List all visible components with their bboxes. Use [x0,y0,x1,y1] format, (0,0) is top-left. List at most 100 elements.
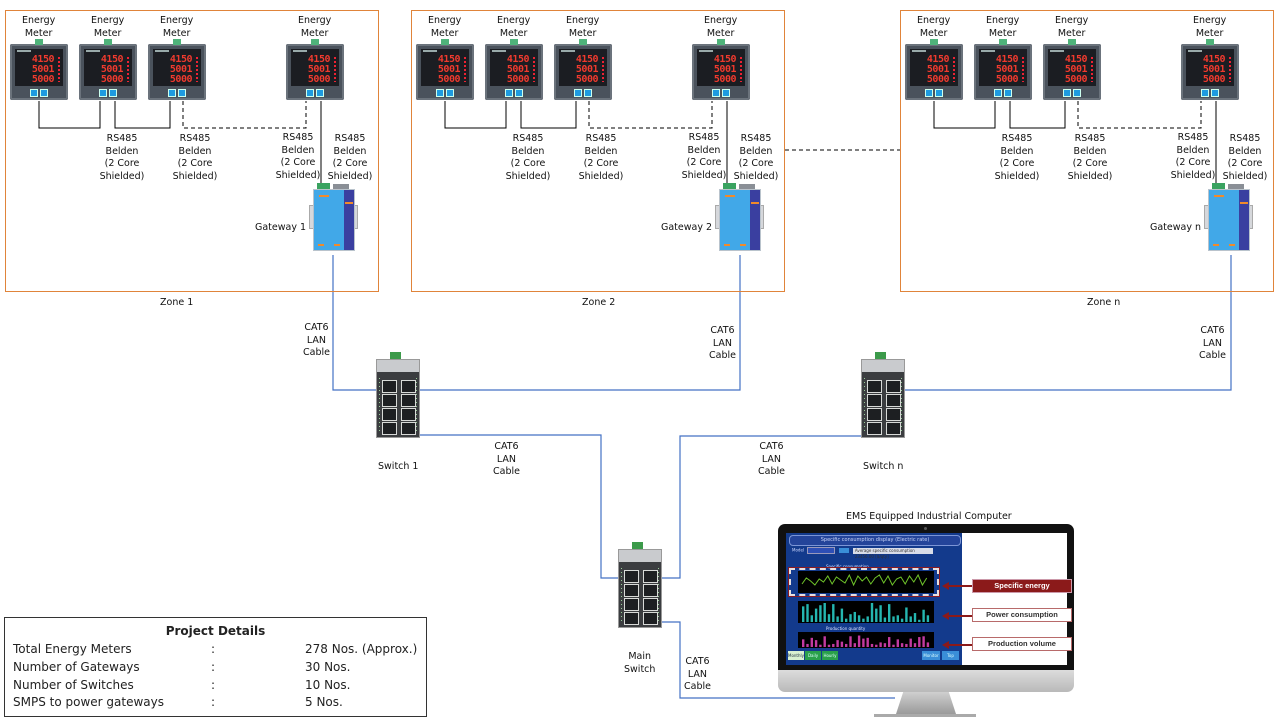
rs485-line3: (2 Core [1072,158,1108,169]
gateway-tag [724,244,730,246]
switch-terminal [390,352,401,360]
meter-reading: 4150 [926,54,950,65]
switch-1-icon [376,352,420,438]
lan-line3: Cable [758,466,785,477]
ems-bar [853,611,856,622]
rs485-line2: Belden [687,144,721,156]
zone-n-box [900,10,1274,292]
ethernet-port [624,612,639,625]
meter-reading: 4150 [307,54,331,65]
ems-bar [832,643,835,647]
rs485-line4: Shielded) [275,169,321,181]
ethernet-port [886,408,901,421]
ems-bar [857,615,861,622]
meter-leds [58,57,60,82]
gateway-case [719,189,761,251]
ethernet-port [643,570,658,583]
rs485-line2: Belden [511,145,545,157]
rs485-line4: Shielded) [994,170,1040,182]
meter-reading: 5001 [31,64,55,75]
details-value: 5 Nos. [305,695,343,709]
gateway-tag [319,195,329,197]
monthly-button[interactable]: Monthly [788,651,805,660]
rs485-line1: RS485 [1177,132,1209,143]
lan-line3: Cable [303,347,330,358]
ems-bar [814,608,818,622]
meter-label-line2: Meter [300,27,329,39]
meter-reading: 5001 [169,64,193,75]
model-select-button[interactable] [838,548,849,553]
rs485-line4: Shielded) [1170,169,1216,181]
meter-label-line2: Meter [1057,27,1086,39]
rs485-line3: (2 Core [999,158,1035,169]
ems-bar [827,614,831,622]
meter-brand [423,50,437,52]
ethernet-port [624,598,639,611]
switch-label-plate [619,550,661,562]
details-sep: : [211,642,216,656]
ems-bar [857,635,861,647]
meter-terminal [930,39,938,45]
daily-button[interactable]: Daily [805,651,821,660]
ems-bar [836,640,839,647]
gateway-tag [725,195,735,197]
rs485-line4: Shielded) [733,170,779,182]
lan-main-computer [651,621,895,699]
meter-label-line1: Energy [704,15,738,26]
rs485-line2: Belden [178,145,212,157]
rs485-line2: Belden [1176,144,1210,156]
main-switch-line2: Switch [624,663,656,675]
meter-button [446,89,454,97]
lan-line3: Cable [493,466,520,477]
model-select[interactable] [807,547,836,554]
meter-terminal [173,39,181,45]
ethernet-port [886,394,901,407]
meter-button [436,89,444,97]
lan-line2: LAN [712,337,733,349]
meter-brand [912,50,926,52]
switch-n-label: Switch n [863,461,904,472]
meter-label-line1: Energy [497,15,531,26]
lan-line1: CAT6 [710,325,735,336]
monitor-energy-button[interactable]: Monitor energy [922,651,940,660]
lan-line2: LAN [761,453,782,465]
meter-terminal [717,39,725,45]
ems-bar [913,613,917,622]
rs485-wire [1009,101,1066,129]
switch-terminal [632,542,643,550]
lan-switch1-main [409,434,628,579]
meter-label-line1: Energy [566,15,600,26]
meter-reading: 4150 [31,54,55,65]
meter-button [712,89,720,97]
hourly-button[interactable]: Hourly [822,651,838,660]
rs485-line2: Belden [281,144,315,156]
meter-button [168,89,176,97]
ems-bar [870,643,874,647]
meter-button [1211,89,1219,97]
meter-brand [699,50,713,52]
top-button[interactable]: Top [942,651,959,660]
meter-leds [196,57,198,82]
meter-reading: 4150 [169,54,193,65]
rs485-line1: RS485 [1001,133,1033,144]
meter-label-line1: Energy [986,15,1020,26]
rs485-line1: RS485 [106,133,138,144]
meter-reading: 5001 [575,64,599,75]
gateway-icon [309,183,358,253]
meter-label-line1: Energy [298,15,332,26]
meter-terminal [35,39,43,45]
ems-bar [875,644,878,647]
switch-case [376,359,420,438]
